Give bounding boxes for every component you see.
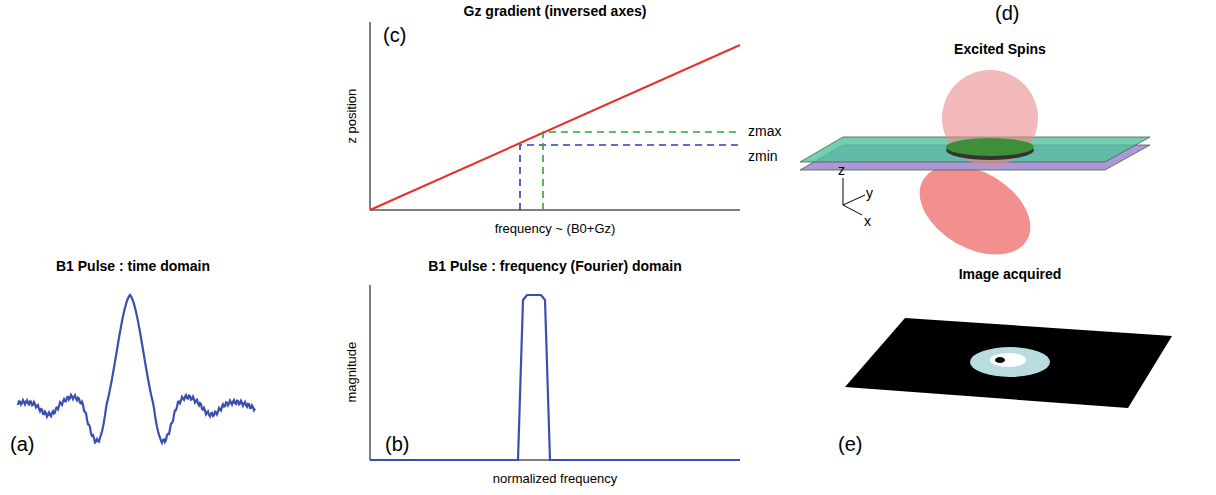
panel-title: Excited Spins (954, 42, 1046, 57)
panel-title: Gz gradient (inversed axes) (464, 4, 647, 19)
level-label: zmin (748, 149, 778, 164)
frequency-plot (370, 285, 740, 460)
panel-letter: (c) (383, 24, 406, 46)
acquired-image (845, 318, 1172, 408)
sinc-pulse (18, 295, 255, 443)
axis-letter: y (866, 186, 873, 201)
panel-letter: (d) (995, 2, 1019, 24)
panel-letter: (b) (385, 433, 409, 455)
axis-label: magnitude (345, 342, 359, 403)
panel-letter: (e) (838, 433, 862, 455)
gradient-plot (370, 22, 740, 210)
panel-letter: (a) (10, 433, 34, 455)
axis-label: frequency ~ (B0+Gz) (495, 222, 616, 236)
panel-title: B1 Pulse : frequency (Fourier) domain (428, 259, 682, 274)
axis-label: z position (345, 89, 359, 144)
axis-letter: x (864, 214, 871, 229)
excited-spins (800, 70, 1150, 273)
level-label: zmax (748, 124, 781, 139)
axis-letter: z (838, 163, 845, 178)
axis-label: normalized frequency (493, 472, 617, 486)
panel-title: B1 Pulse : time domain (56, 259, 210, 274)
panel-title: Image acquired (959, 267, 1062, 282)
